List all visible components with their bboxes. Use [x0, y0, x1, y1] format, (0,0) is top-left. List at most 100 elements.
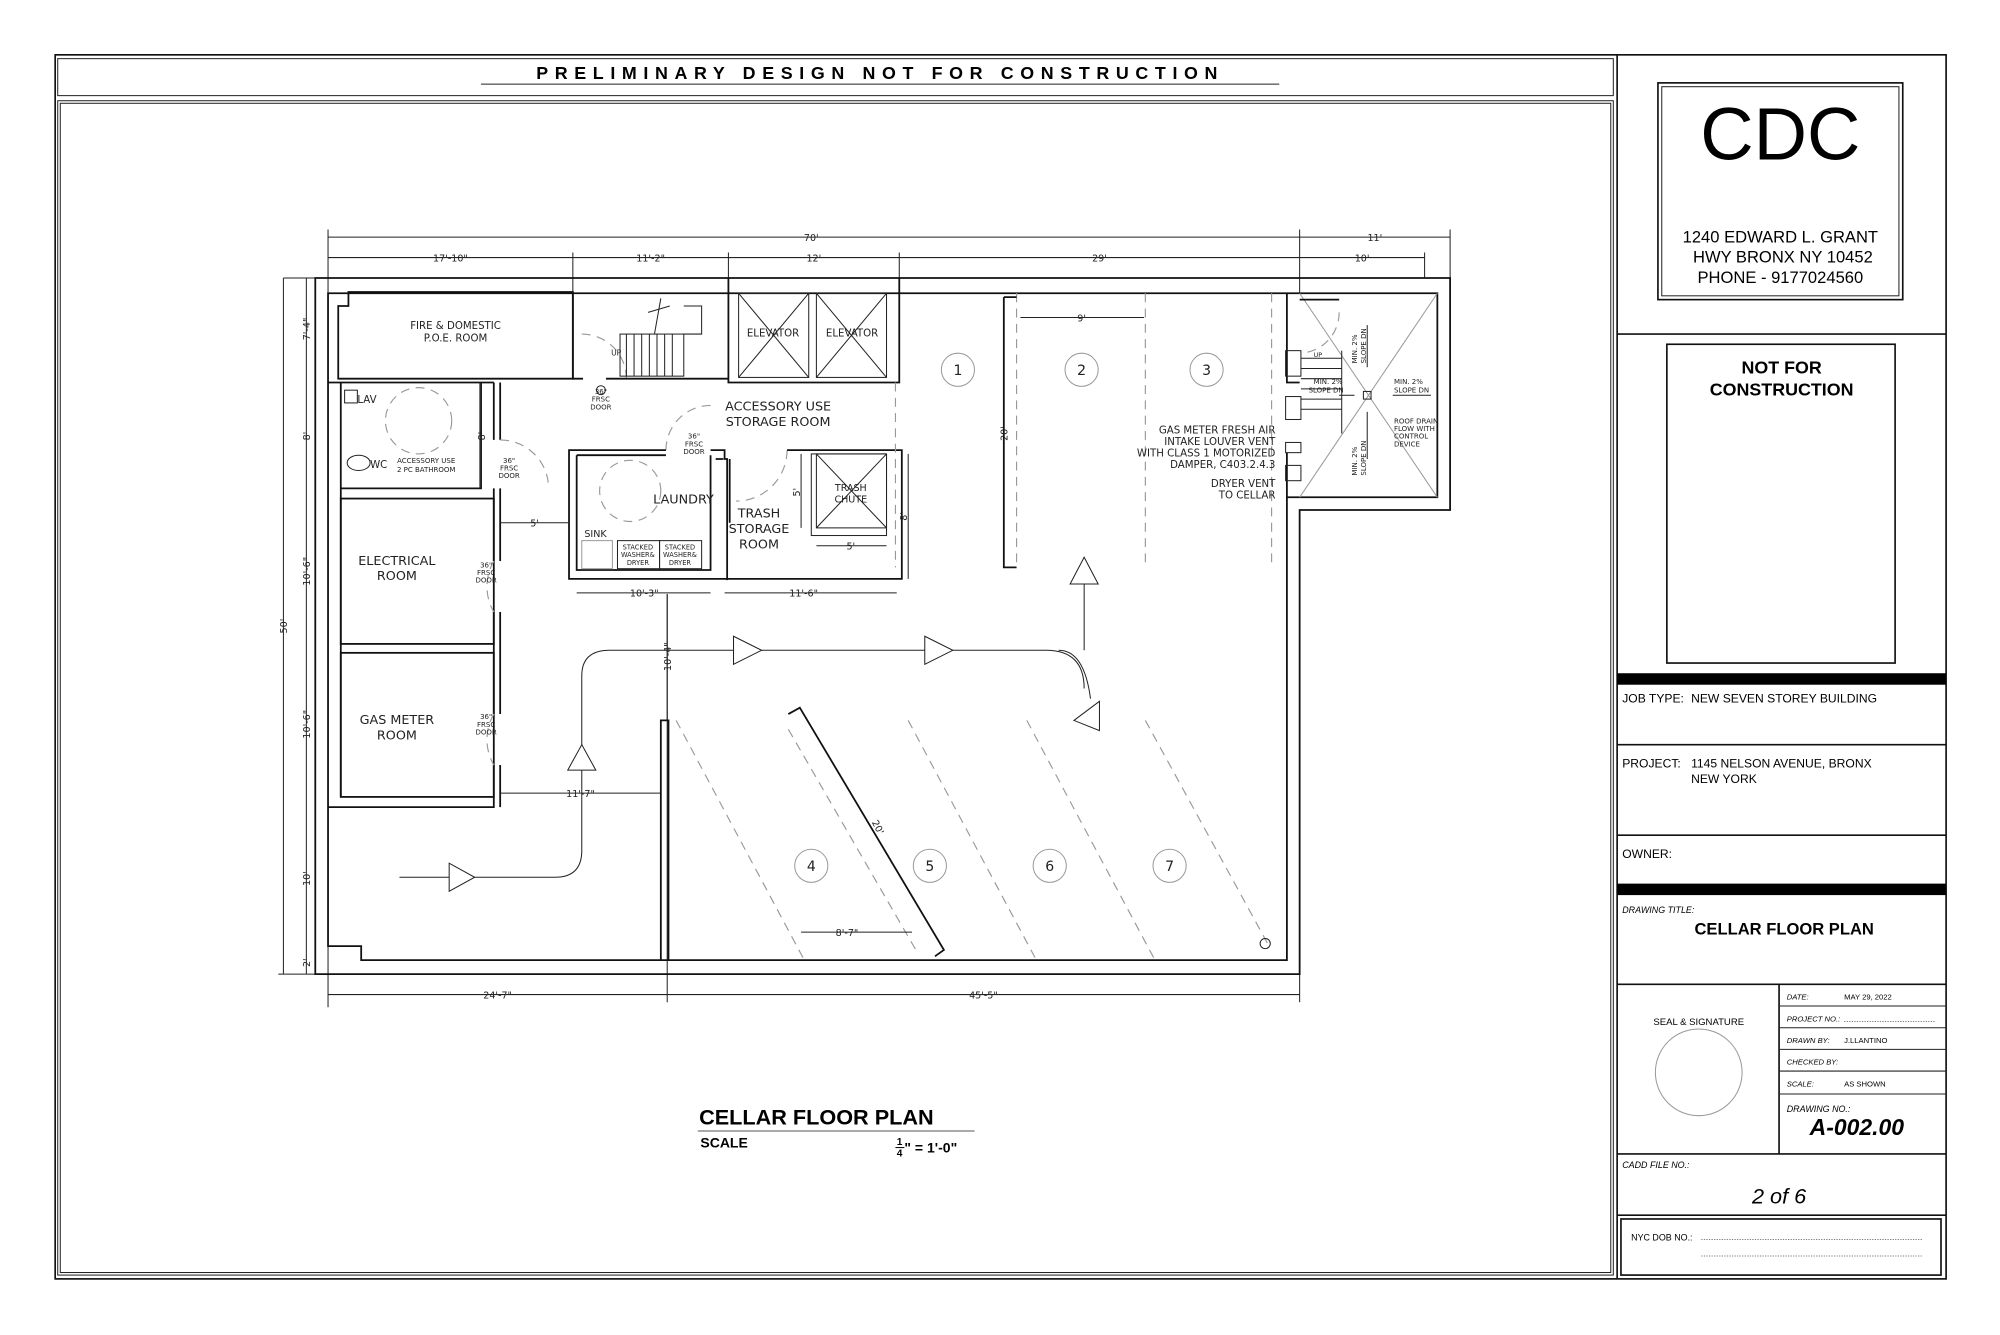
room-label-gas-meter: ROOM — [377, 729, 417, 744]
dim-bottom-left: 24'-7" — [483, 990, 512, 1001]
date-label: DATE: — [1787, 993, 1809, 1002]
dim-chute: 5' — [792, 488, 803, 497]
svg-text:DOOR: DOOR — [498, 471, 519, 480]
project-label: PROJECT: — [1622, 757, 1681, 771]
svg-text:SLOPE DN: SLOPE DN — [1394, 386, 1429, 395]
svg-text:MIN. 2%: MIN. 2% — [1350, 446, 1359, 475]
checked-by-label: CHECKED BY: — [1787, 1058, 1839, 1067]
svg-text:DRYER: DRYER — [627, 559, 650, 567]
dim-laundry: 10'-3" — [630, 589, 659, 600]
svg-text:DOOR: DOOR — [476, 576, 497, 585]
dim-overall-width: 70' — [804, 233, 819, 244]
job-type-value: NEW SEVEN STOREY BUILDING — [1691, 692, 1877, 706]
seal-label: SEAL & SIGNATURE — [1653, 1017, 1744, 1028]
svg-text:DRYER: DRYER — [669, 559, 692, 567]
scale-label: SCALE: — [1787, 1079, 1814, 1088]
svg-text:36": 36" — [595, 387, 607, 396]
trash-chute-label: CHUTE — [834, 494, 867, 505]
elevator-label: ELEVATOR — [826, 329, 878, 340]
vent-notes: GAS METER FRESH AIR INTAKE LOUVER VENT W… — [1137, 426, 1276, 502]
dim-trash: 11'-6" — [789, 589, 818, 600]
floor-plan: 70' 11' 17'-10" 11'-2" 12' 29' 10' 50' 7… — [278, 229, 1451, 1008]
drawing-title-label: DRAWING TITLE: — [1622, 905, 1695, 915]
dim-segment: 29' — [1092, 253, 1107, 264]
room-label-electrical: ELECTRICAL — [358, 554, 436, 569]
svg-text:SLOPE DN: SLOPE DN — [1359, 328, 1368, 363]
parking-space-number: 4 — [807, 859, 816, 875]
svg-text:DOOR: DOOR — [683, 447, 704, 456]
caption-scale-num: 1 — [897, 1137, 903, 1148]
caption-scale-den: 4 — [897, 1148, 903, 1159]
dim-stall-depth: 20' — [1000, 426, 1011, 441]
svg-text:FRSC: FRSC — [685, 439, 703, 448]
traffic-flow-arrows — [399, 556, 1100, 893]
stair-up-label: UP — [611, 349, 622, 358]
room-label-storage: STORAGE ROOM — [726, 415, 831, 430]
dim-gas-corridor: 11'-7" — [566, 789, 595, 800]
scale-value: AS SHOWN — [1844, 1079, 1886, 1088]
plan-caption: CELLAR FLOOR PLAN SCALE 1 4 " = 1'-0" — [697, 1105, 975, 1159]
svg-text:MIN. 2%: MIN. 2% — [1350, 334, 1359, 363]
svg-text:36": 36" — [503, 456, 515, 465]
svg-text:DAMPER, C403.2.4.3: DAMPER, C403.2.4.3 — [1170, 460, 1275, 471]
dim-stall-width: 9' — [1077, 313, 1086, 324]
parking-space-number: 2 — [1077, 363, 1086, 379]
svg-text:SLOPE DN: SLOPE DN — [1359, 440, 1368, 475]
parking-space-number: 5 — [925, 859, 934, 875]
dim-segment: 10' — [1355, 253, 1370, 264]
svg-text:DOOR: DOOR — [476, 727, 497, 736]
fixture-lav: LAV — [357, 395, 376, 406]
svg-text:ROOF DRAIN: ROOF DRAIN — [1394, 416, 1438, 425]
project-value-2: NEW YORK — [1691, 772, 1757, 786]
elevator-label: ELEVATOR — [747, 329, 799, 340]
room-label-trash: TRASH — [737, 507, 781, 522]
dimension-labels: 70' 11' 17'-10" 11'-2" 12' 29' 10' 50' 7… — [279, 233, 1382, 1001]
stair-up-label: UP — [1314, 351, 1323, 359]
dim-overall-height: 50' — [279, 619, 290, 634]
company-address-2: HWY BRONX NY 10452 — [1693, 248, 1873, 267]
svg-text:FRSC: FRSC — [592, 395, 610, 404]
svg-text:WASHER&: WASHER& — [621, 551, 655, 559]
svg-text:DRYER VENT: DRYER VENT — [1211, 479, 1276, 490]
dim-segment: 2' — [302, 958, 313, 967]
dim-segment: 12' — [806, 253, 821, 264]
dim-wing-width: 11' — [1367, 233, 1382, 244]
project-no-label: PROJECT NO.: — [1787, 1014, 1840, 1023]
caption-scale-value: " = 1'-0" — [904, 1140, 957, 1156]
nfc-stamp-line1: NOT FOR — [1741, 358, 1821, 378]
svg-text:STACKED: STACKED — [623, 544, 653, 552]
svg-text:GAS METER FRESH AIR: GAS METER FRESH AIR — [1159, 426, 1276, 437]
sheet-border — [54, 53, 1947, 1280]
room-label-gas-meter: GAS METER — [360, 713, 435, 728]
svg-text:INTAKE LOUVER VENT: INTAKE LOUVER VENT — [1164, 437, 1276, 448]
room-label-electrical: ROOM — [377, 569, 417, 584]
svg-text:WITH CLASS 1 MOTORIZED: WITH CLASS 1 MOTORIZED — [1137, 448, 1276, 459]
trash-chute-label: TRASH — [834, 483, 867, 494]
svg-text:DOOR: DOOR — [590, 402, 611, 411]
parking-space-number: 6 — [1045, 859, 1054, 875]
dim-bath: 8' — [477, 432, 488, 441]
room-label-bathroom: ACCESSORY USE — [397, 456, 455, 465]
svg-text:TO CELLAR: TO CELLAR — [1218, 491, 1276, 502]
dim-segment: 17'-10" — [433, 253, 468, 264]
slope-notes: MIN. 2% SLOPE DN MIN. 2%SLOPE DN MIN. 2%… — [1309, 328, 1439, 475]
dim-chute: 5' — [846, 542, 855, 553]
caption-title: CELLAR FLOOR PLAN — [699, 1105, 934, 1130]
svg-text:FRSC: FRSC — [500, 464, 518, 473]
svg-text:SLOPE DN: SLOPE DN — [1309, 386, 1344, 395]
drawing-no-label: DRAWING NO.: — [1787, 1104, 1851, 1114]
nfc-stamp-line2: CONSTRUCTION — [1710, 379, 1854, 399]
room-label-bathroom: 2 PC BATHROOM — [397, 465, 456, 474]
job-type-label: JOB TYPE: — [1622, 692, 1684, 706]
dim-diag-depth: 20' — [869, 819, 886, 837]
svg-text:36": 36" — [480, 560, 492, 569]
svg-text:36": 36" — [480, 712, 492, 721]
nyc-dob-label: NYC DOB NO.: — [1631, 1233, 1692, 1243]
company-phone: PHONE - 9177024560 — [1697, 268, 1863, 287]
caption-scale-label: SCALE — [700, 1135, 748, 1151]
project-value-1: 1145 NELSON AVENUE, BRONX — [1691, 757, 1872, 771]
drawn-by-label: DRAWN BY: — [1787, 1036, 1830, 1045]
dim-segment: 11'-2" — [636, 253, 665, 264]
dim-segment: 7'-4" — [302, 318, 313, 341]
